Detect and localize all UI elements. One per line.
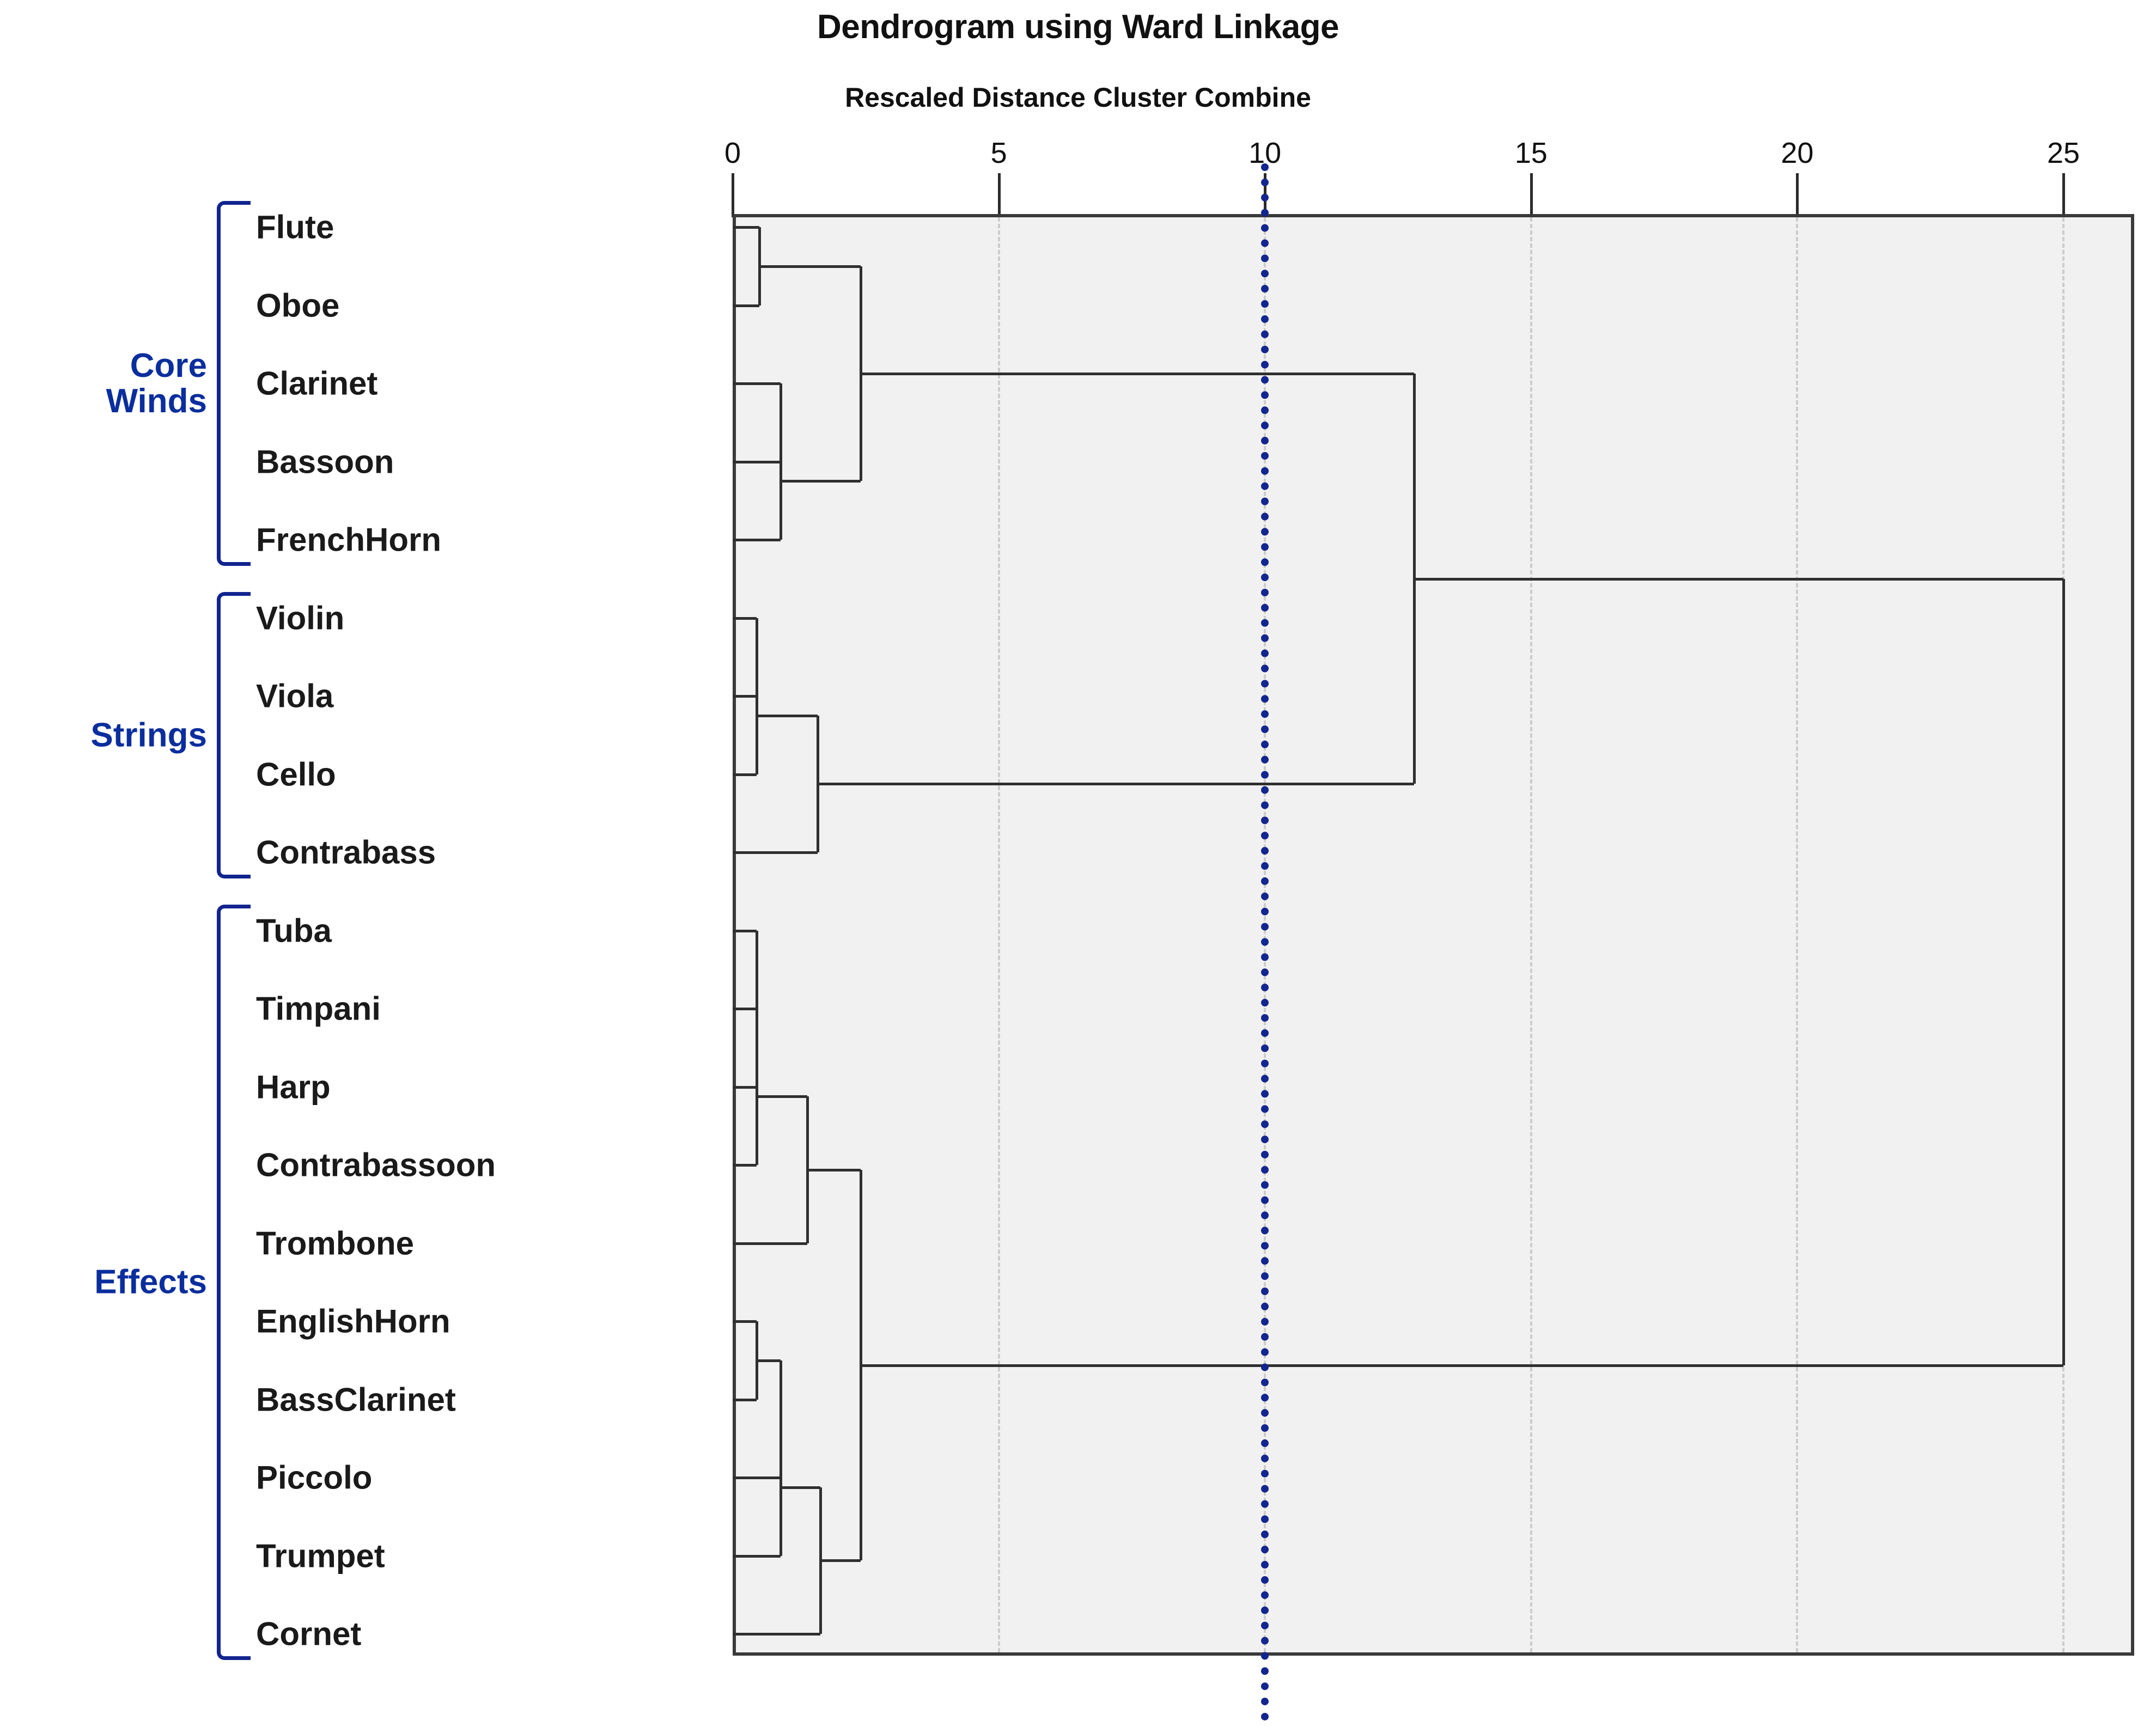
link-arm-m13-b [733, 1398, 757, 1401]
link-arm-m4-b [780, 480, 861, 483]
group-label-line1: Core [130, 346, 207, 385]
link-arm-m12-b [733, 1242, 807, 1245]
leaf-label-cello: Cello [256, 756, 336, 792]
group-label-line1: Strings [90, 716, 207, 754]
link-arm-m12-a [756, 1095, 807, 1099]
x-tick-label-5: 5 [990, 137, 1007, 169]
x-tick-mark-15 [1530, 173, 1533, 217]
x-tick-mark-20 [1796, 173, 1799, 217]
leaf-label-oboe: Oboe [256, 287, 340, 324]
link-arm-m9-b [733, 1008, 757, 1010]
leaf-label-viola: Viola [256, 678, 334, 715]
link-arm-m13-a [733, 1320, 757, 1323]
link-arm-m9-a [733, 929, 757, 932]
leaf-label-bassclarinet: BassClarinet [256, 1381, 456, 1418]
link-arm-m2-b [733, 460, 781, 463]
link-arm-m4-a [759, 265, 861, 268]
leaf-label-flute: Flute [256, 209, 334, 246]
gridline-15 [1530, 217, 1534, 1652]
link-arm-m10-b [733, 1085, 757, 1089]
leaf-label-bassoon: Bassoon [256, 443, 394, 480]
group-bracket-strings [217, 591, 251, 878]
x-tick-mark-5 [997, 173, 1001, 217]
group-bracket-effects [217, 904, 251, 1660]
link-arm-m16-b [733, 1633, 821, 1636]
leaf-label-frenchhorn: FrenchHorn [256, 521, 442, 558]
link-arm-m7-a [756, 714, 818, 717]
link-arm-m1-a [733, 226, 759, 229]
gridline-5 [997, 217, 1002, 1652]
link-arm-m16-a [780, 1486, 821, 1489]
leaf-label-trombone: Trombone [256, 1225, 415, 1261]
leaf-label-violin: Violin [256, 600, 345, 636]
link-arm-m14-b [733, 1476, 781, 1479]
leaf-label-tuba: Tuba [256, 912, 332, 949]
group-label-effects: Effects [94, 1265, 207, 1300]
chart-title: Dendrogram using Ward Linkage [0, 8, 2156, 46]
leaf-label-harp: Harp [256, 1069, 331, 1105]
chart-subtitle: Rescaled Distance Cluster Combine [845, 82, 1311, 113]
link-arm-m18-a [1414, 577, 2063, 581]
link-arm-m7-b [733, 851, 818, 854]
cut-line-threshold [1261, 163, 1276, 1721]
link-arm-m11-b [733, 1164, 757, 1167]
x-tick-label-25: 25 [2047, 137, 2080, 169]
x-tick-label-20: 20 [1781, 137, 1814, 169]
link-arm-m1-b [733, 304, 759, 307]
leaf-label-contrabassoon: Contrabassoon [256, 1146, 496, 1183]
leaf-label-contrabass: Contrabass [256, 834, 436, 871]
link-arm-m18-b [860, 1364, 2063, 1367]
link-arm-m5-b [733, 695, 757, 698]
link-arm-m8-b [818, 783, 1414, 786]
link-arm-m3-b [733, 539, 781, 541]
leaf-label-clarinet: Clarinet [256, 365, 378, 402]
plot-area [733, 214, 2134, 1656]
link-arm-m8-a [860, 373, 1414, 376]
x-tick-mark-25 [2062, 173, 2065, 217]
group-label-strings: Strings [90, 717, 207, 753]
link-arm-m14-a [756, 1359, 781, 1362]
link-arm-m6-b [733, 773, 757, 776]
leaf-label-englishhorn: EnglishHorn [256, 1303, 450, 1340]
link-arm-m15-b [733, 1554, 781, 1558]
leaf-label-piccolo: Piccolo [256, 1459, 373, 1496]
group-bracket-core [217, 201, 251, 566]
leaf-label-timpani: Timpani [256, 990, 381, 1027]
link-arm-m5-a [733, 617, 757, 620]
link-arm-m17-b [820, 1559, 861, 1563]
leaf-label-trumpet: Trumpet [256, 1537, 385, 1574]
link-arm-m2-a [733, 382, 781, 385]
link-arm-m17-a [807, 1168, 861, 1171]
link-join-m18 [2062, 578, 2065, 1365]
chart-title-text: Dendrogram using Ward Linkage [817, 8, 1339, 46]
leaf-label-cornet: Cornet [256, 1615, 362, 1652]
gridline-20 [1796, 217, 1800, 1652]
x-tick-mark-0 [732, 173, 734, 217]
x-tick-label-0: 0 [724, 137, 741, 169]
group-label-line1: Effects [94, 1263, 207, 1301]
group-label-line2: Winds [106, 382, 207, 420]
x-tick-label-15: 15 [1514, 137, 1548, 169]
